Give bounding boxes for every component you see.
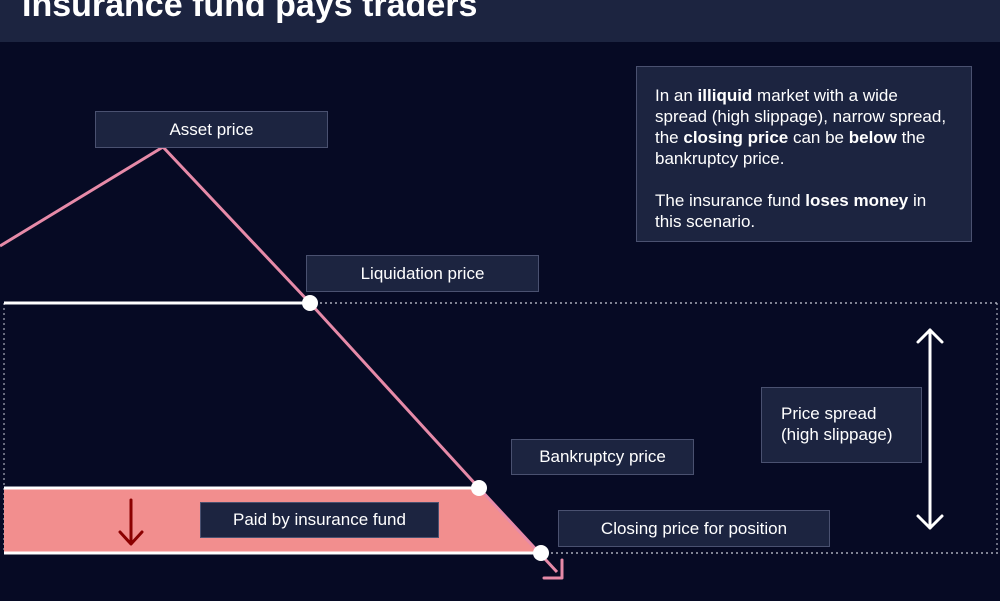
info-paragraph-2: The insurance fund loses money in this s… [655, 191, 927, 231]
liquidation-price-label: Liquidation price [306, 255, 539, 292]
arrow-down-icon [118, 498, 144, 546]
asset-price-label: Asset price [95, 111, 328, 148]
asset-price-text: Asset price [169, 119, 254, 139]
double-arrow-vertical-icon [916, 328, 944, 530]
asset-price-arrowhead [542, 558, 564, 580]
info-panel: In an illiquid market with a wide spread… [636, 66, 972, 242]
liquidation-price-text: Liquidation price [360, 263, 485, 283]
title-bar: Insurance fund pays traders [0, 0, 1000, 42]
paid-by-fund-text: Paid by insurance fund [233, 510, 406, 529]
closing-price-label: Closing price for position [558, 510, 830, 547]
closing-price-text: Closing price for position [600, 518, 788, 538]
paid-by-fund-label: Paid by insurance fund [200, 502, 439, 538]
liquidation-point [302, 295, 318, 311]
info-paragraph-1: In an illiquid market with a wide spread… [655, 86, 947, 168]
price-spread-line-2: (high slippage) [781, 425, 893, 444]
closing-point [533, 545, 549, 561]
bankruptcy-price-label: Bankruptcy price [511, 439, 694, 475]
price-spread-label: Price spread (high slippage) [761, 387, 922, 463]
bankruptcy-price-text: Bankruptcy price [539, 447, 666, 466]
price-spread-line-1: Price spread [781, 404, 877, 423]
page-title: Insurance fund pays traders [22, 0, 478, 24]
bankruptcy-point [471, 480, 487, 496]
